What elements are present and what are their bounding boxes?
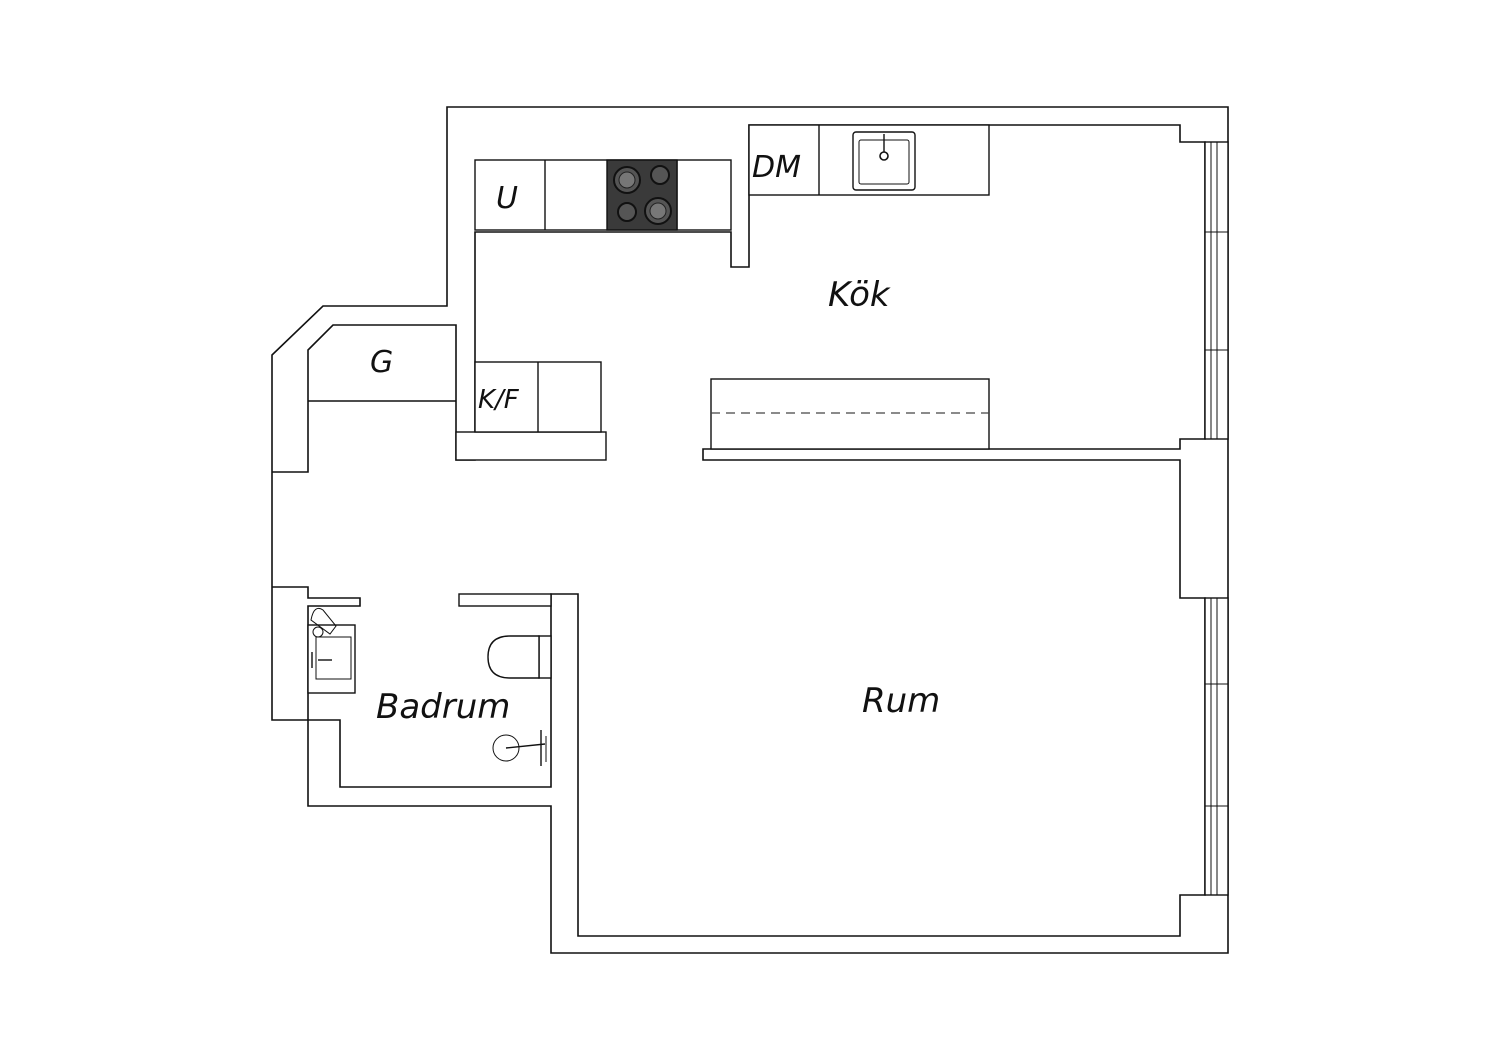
room-label-room: Rum: [862, 681, 940, 721]
kitchen-counter-top: [474, 159, 732, 231]
window-room: [1204, 597, 1229, 896]
shower-icon: [492, 730, 547, 766]
kitchen-counter-end-wall: [455, 431, 607, 461]
window-kitchen: [1204, 141, 1229, 440]
bathroom-door-jamb-right: [458, 593, 552, 607]
toilet-icon: [487, 635, 552, 679]
stove-burner-icons: [613, 165, 672, 225]
fridge-freezer-unit: [474, 361, 602, 433]
fixture-label-oven: U: [496, 181, 518, 216]
outer-walls: [271, 106, 1229, 954]
sink-icon: [852, 131, 916, 191]
fixture-label-fridge-freezer: K/F: [478, 385, 520, 415]
room-label-kitchen: Kök: [828, 275, 891, 315]
kitchen-island: [710, 378, 990, 450]
fixture-label-dishwasher: DM: [752, 150, 801, 185]
kitchen-counter-sink: [748, 124, 990, 196]
washbasin-icon: [307, 607, 356, 694]
fixture-label-wardrobe: G: [370, 345, 393, 380]
room-label-bathroom: Badrum: [376, 687, 510, 727]
